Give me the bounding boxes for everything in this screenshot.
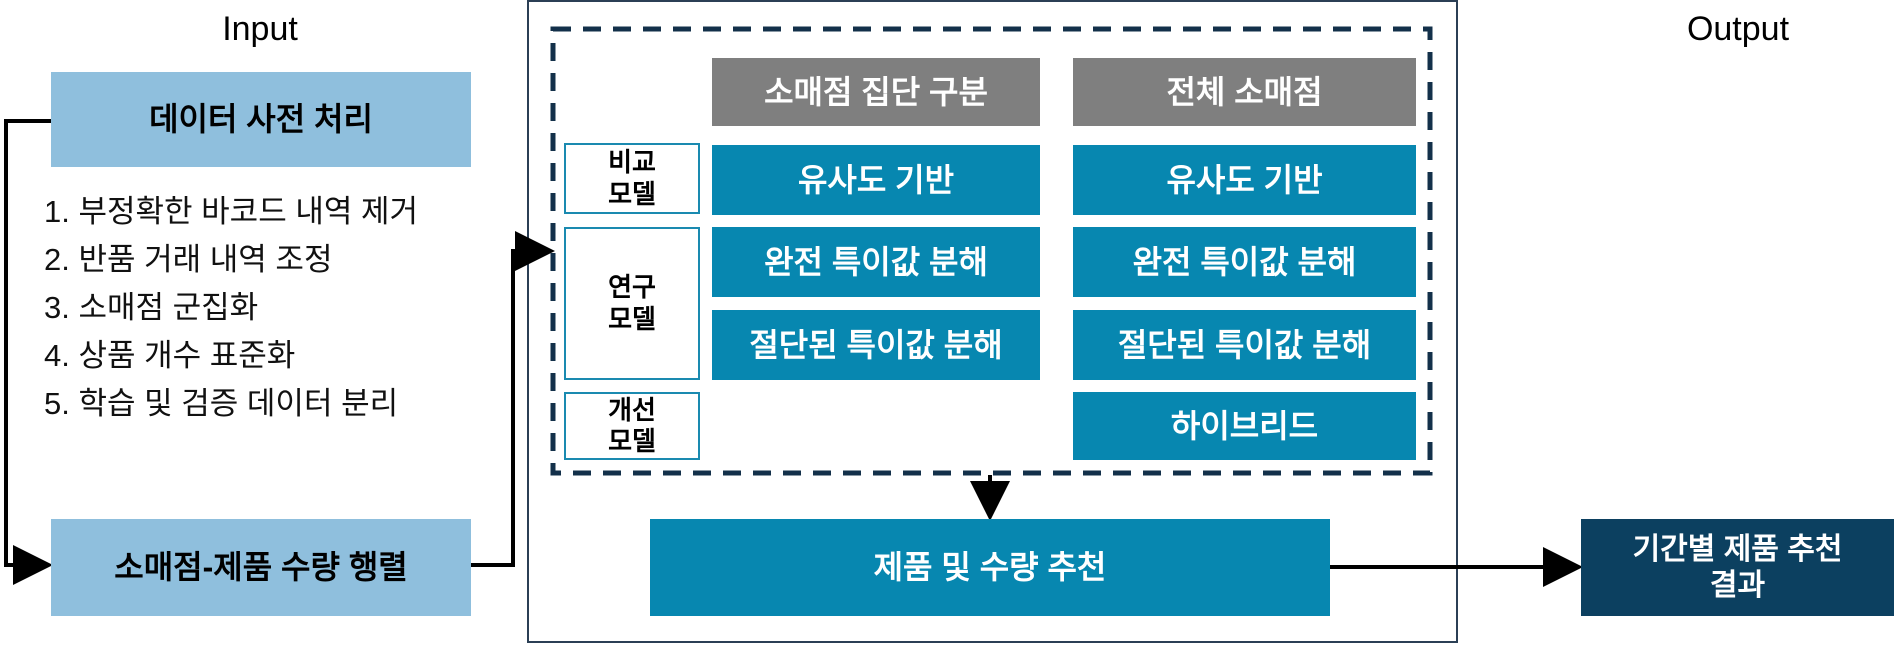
step: 4. 상품 개수 표준화 xyxy=(44,338,296,373)
cell-all-truncated-svd: 절단된 특이값 분해 xyxy=(1073,310,1416,380)
column-header-all: 전체 소매점 xyxy=(1073,58,1416,126)
cell-all-similarity: 유사도 기반 xyxy=(1073,145,1416,215)
arrow-matrix-to-models xyxy=(471,231,555,567)
cell-group-similarity: 유사도 기반 xyxy=(712,145,1040,215)
input-title: Input xyxy=(222,10,298,48)
cell-all-hybrid: 하이브리드 xyxy=(1073,392,1416,460)
recommend-box: 제품 및 수량 추천 xyxy=(650,519,1330,616)
step: 2. 반품 거래 내역 조정 xyxy=(44,242,333,277)
cell-all-full-svd: 완전 특이값 분해 xyxy=(1073,227,1416,297)
step: 3. 소매점 군집화 xyxy=(44,290,259,325)
preprocess-box: 데이터 사전 처리 xyxy=(51,72,471,167)
cell-group-truncated-svd: 절단된 특이값 분해 xyxy=(712,310,1040,380)
step: 1. 부정확한 바코드 내역 제거 xyxy=(44,194,419,229)
preprocess-steps: 1. 부정확한 바코드 내역 제거 2. 반품 거래 내역 조정 3. 소매점 … xyxy=(44,188,418,428)
matrix-box: 소매점-제품 수량 행렬 xyxy=(51,519,471,616)
cell-group-full-svd: 완전 특이값 분해 xyxy=(712,227,1040,297)
step: 5. 학습 및 검증 데이터 분리 xyxy=(44,386,399,421)
model-container xyxy=(527,0,1458,643)
arrow-preprocess-to-matrix xyxy=(4,119,53,585)
column-header-group: 소매점 집단 구분 xyxy=(712,58,1040,126)
output-title: Output xyxy=(1686,10,1790,48)
